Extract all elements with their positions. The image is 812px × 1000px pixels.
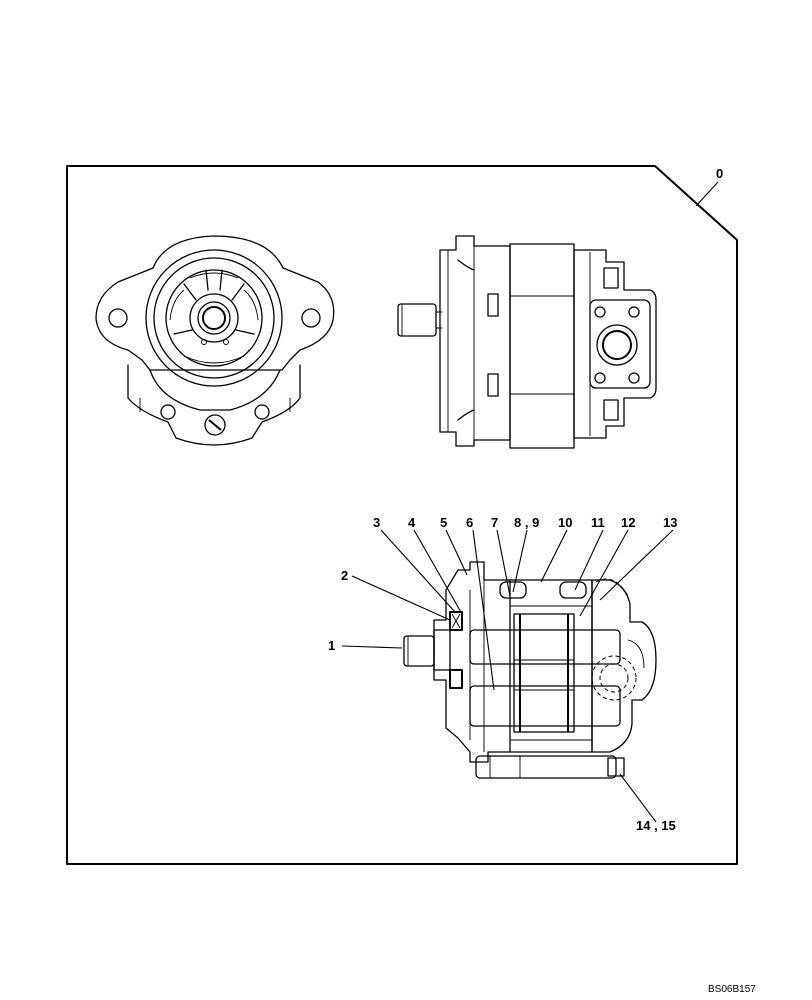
callout-11: 11 xyxy=(591,515,605,530)
callout-5: 5 xyxy=(440,515,447,530)
callout-3: 3 xyxy=(373,515,380,530)
callout-6: 6 xyxy=(466,515,473,530)
callout-12: 12 xyxy=(621,515,635,530)
pump-front-view xyxy=(95,235,335,446)
callout-7: 7 xyxy=(491,515,498,530)
callout-13: 13 xyxy=(663,515,677,530)
callout-labels: 0 1 2 3 4 5 6 7 8 , 9 10 11 12 13 14 , 1… xyxy=(328,166,723,833)
pump-section-view xyxy=(403,561,657,779)
callout-10: 10 xyxy=(558,515,572,530)
callout-4: 4 xyxy=(408,515,416,530)
callout-8-9: 8 , 9 xyxy=(514,515,539,530)
callout-2: 2 xyxy=(341,568,348,583)
drawing-code: BS06B157 xyxy=(708,984,756,995)
callout-0: 0 xyxy=(716,166,723,181)
pump-side-view xyxy=(397,235,657,449)
callout-1: 1 xyxy=(328,638,335,653)
diagram-frame xyxy=(66,165,738,865)
leader-lines xyxy=(341,181,719,823)
callout-14-15: 14 , 15 xyxy=(636,818,676,833)
